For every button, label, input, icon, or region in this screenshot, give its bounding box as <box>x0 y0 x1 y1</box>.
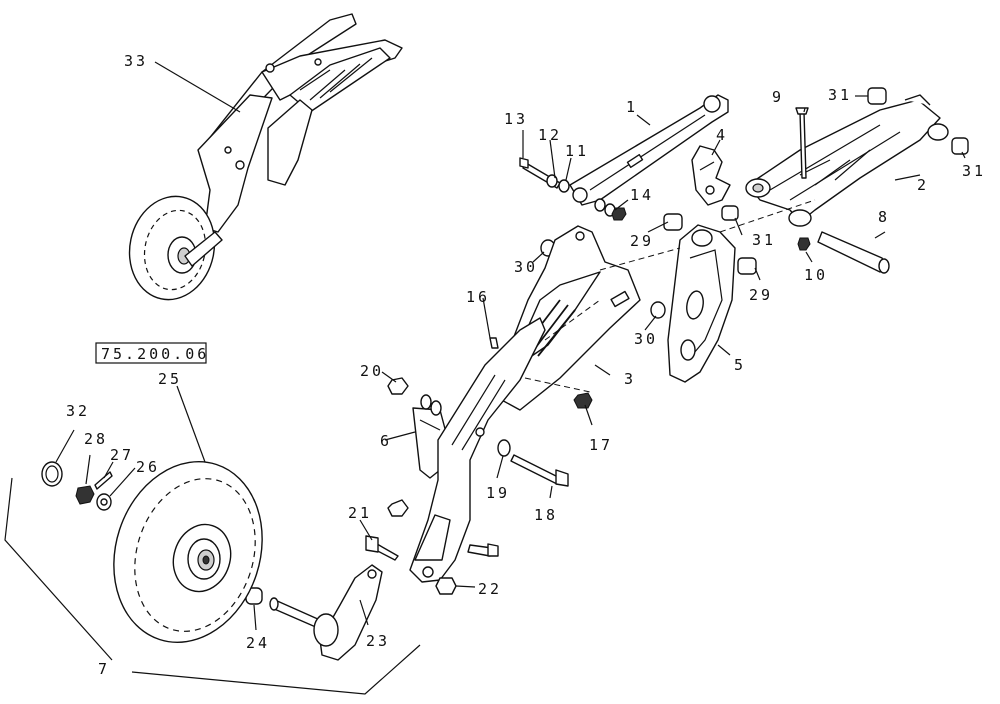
frame-plate <box>497 225 681 411</box>
callout-33: 33 <box>124 52 148 70</box>
callout-25: 25 <box>158 370 182 388</box>
callout-13: 13 <box>504 110 528 128</box>
group-bracket <box>4 477 421 695</box>
callout-17: 17 <box>589 436 613 454</box>
callout-2: 2 <box>917 176 929 194</box>
shank-arm <box>409 317 546 583</box>
callout-16: 16 <box>466 288 490 306</box>
reference-number: 75.200.06 <box>101 345 209 363</box>
callout-8: 8 <box>878 208 890 226</box>
hub-parts <box>41 461 113 511</box>
callout-18: 18 <box>534 506 558 524</box>
callout-21: 21 <box>348 504 372 522</box>
callout-24: 24 <box>246 634 270 652</box>
callout-30-lower: 30 <box>634 330 658 348</box>
callout-31-top: 31 <box>828 86 852 104</box>
callout-9: 9 <box>772 88 784 106</box>
callout-26: 26 <box>136 458 160 476</box>
callout-7: 7 <box>98 660 110 678</box>
callout-labels: 33 1 2 3 4 5 6 7 8 9 10 11 12 13 14 16 1… <box>66 52 986 678</box>
callout-12: 12 <box>538 126 562 144</box>
upper-arm <box>745 94 949 227</box>
callout-31-right: 31 <box>962 162 986 180</box>
callout-10: 10 <box>804 266 828 284</box>
callout-1: 1 <box>626 98 638 116</box>
bracket <box>691 145 731 206</box>
callout-27: 27 <box>110 446 134 464</box>
assembled-gauge-wheel <box>128 13 403 301</box>
callout-19: 19 <box>486 484 510 502</box>
bolt-set-11-14 <box>519 157 627 221</box>
callout-23: 23 <box>366 632 390 650</box>
callout-3: 3 <box>624 370 636 388</box>
gauge-wheel <box>113 461 263 643</box>
callout-20: 20 <box>360 362 384 380</box>
bushings-and-pin <box>721 87 969 274</box>
bushings-29-30 <box>540 213 757 319</box>
callout-5: 5 <box>734 356 746 374</box>
bolt-set-16-22 <box>365 337 593 595</box>
lower-arm <box>667 199 816 383</box>
reference-box <box>95 342 207 364</box>
callout-31-middle: 31 <box>752 231 776 249</box>
callout-29-upper: 29 <box>630 232 654 250</box>
link-arm <box>569 94 729 206</box>
callout-28: 28 <box>84 430 108 448</box>
callout-14: 14 <box>630 186 654 204</box>
callout-6: 6 <box>380 432 392 450</box>
callout-11: 11 <box>565 142 589 160</box>
leader-lines <box>55 61 966 631</box>
callout-32: 32 <box>66 402 90 420</box>
callout-29-lower: 29 <box>749 286 773 304</box>
axle-arm <box>245 564 383 661</box>
callout-4: 4 <box>716 126 728 144</box>
callout-22: 22 <box>478 580 502 598</box>
callout-30-upper: 30 <box>514 258 538 276</box>
